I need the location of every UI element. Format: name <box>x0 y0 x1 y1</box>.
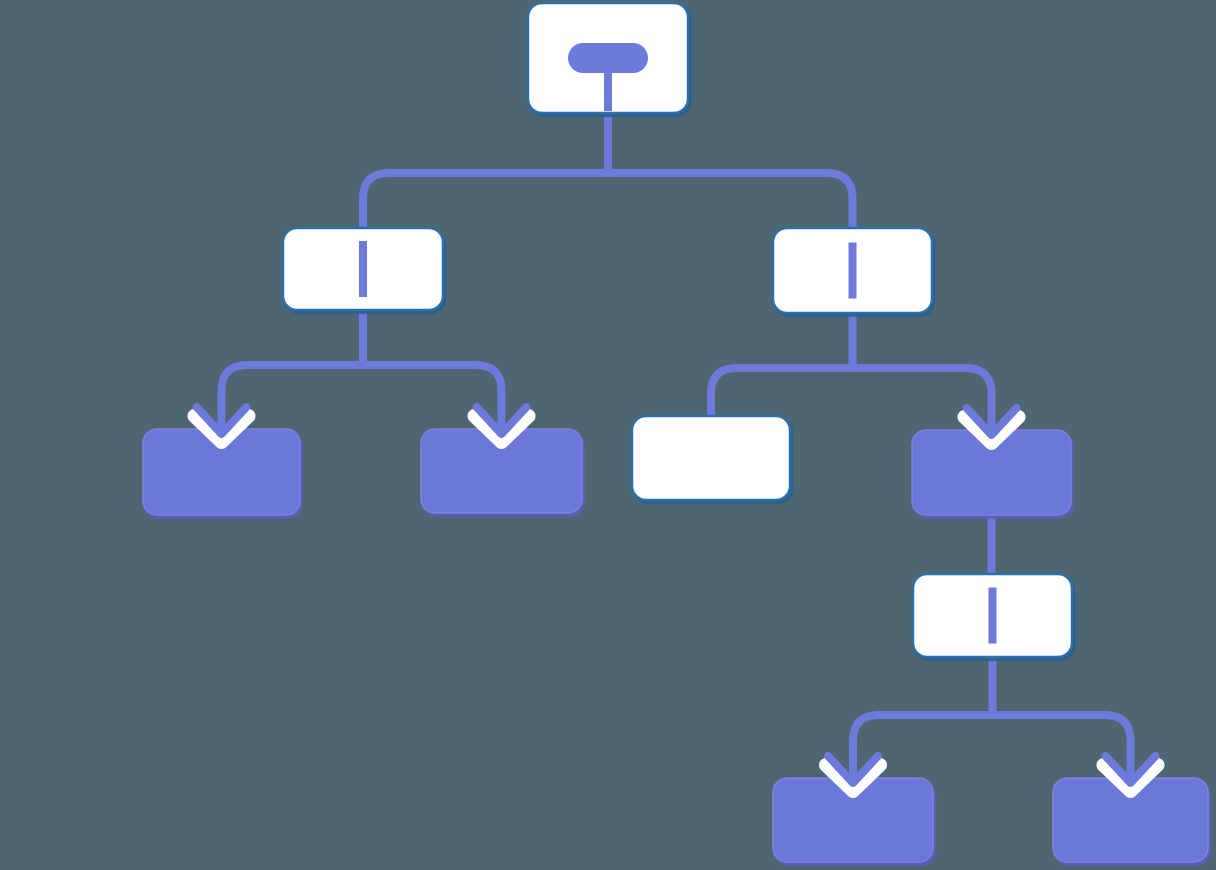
chevron-purple-icon <box>472 403 531 438</box>
node-layer <box>142 1 1209 863</box>
chevron-white-icon <box>187 409 256 449</box>
chevron-white-icon <box>467 409 536 449</box>
connector-bus <box>707 364 996 435</box>
arrow-down-icon <box>819 740 887 798</box>
tree-node-node-plain[interactable] <box>630 414 792 502</box>
tree-node-branch-right[interactable] <box>771 226 934 315</box>
chevron-purple-icon <box>1101 752 1160 787</box>
arrow-down-icon <box>957 392 1026 450</box>
connector-bus <box>359 169 857 232</box>
arrowhead-layer <box>187 391 1165 798</box>
tree-node-root[interactable] <box>526 1 690 115</box>
chevron-white-icon <box>957 410 1026 450</box>
arrow-down-icon <box>187 391 256 449</box>
white-node-box[interactable] <box>630 414 792 502</box>
chevron-purple-icon <box>824 752 882 787</box>
chevron-purple-icon <box>192 403 251 438</box>
tree-node-branch-left[interactable] <box>281 226 445 312</box>
arrow-down-icon <box>1096 740 1165 798</box>
connector-bus <box>849 711 1135 783</box>
connector-bus <box>217 361 506 434</box>
chevron-white-icon <box>819 758 887 798</box>
tree-node-branch-lower[interactable] <box>911 572 1074 659</box>
chevron-purple-icon <box>962 404 1021 439</box>
arrow-down-icon <box>467 391 536 449</box>
pill-icon <box>568 43 648 73</box>
chevron-white-icon <box>1096 758 1165 798</box>
connector-layer <box>217 113 1135 783</box>
